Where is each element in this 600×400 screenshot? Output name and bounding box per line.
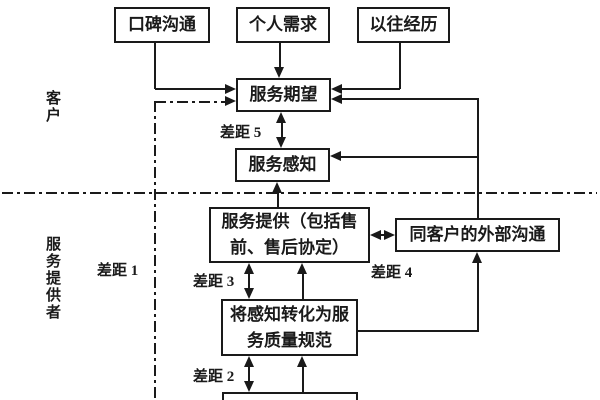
box-external-communication: 同客户的外部沟通 [395,218,560,252]
box-personal-needs: 个人需求 [236,7,330,43]
external-comm-to-perceived-arrowhead [330,151,341,161]
personal-needs-connector-vertical [279,43,281,67]
past-experience-arrowhead [331,84,342,94]
gap2-double-arrow-line [248,365,250,383]
box-management-perception-partial [222,392,358,400]
word-of-mouth-connector-horizontal [155,88,225,90]
gap5-arrowhead-up [276,112,286,123]
past-experience-connector-vertical [399,43,401,89]
gap5-arrowhead-down [276,137,286,148]
box-personal-needs-label: 个人需求 [249,15,317,34]
box-word-of-mouth-label: 口碑沟通 [128,15,196,34]
specs-to-external-line-horizontal [358,330,479,332]
personal-needs-arrowhead [274,67,284,78]
gap1-arrowhead-into-expected [225,96,236,106]
specs-to-external-line-vertical [477,263,479,332]
delivery-to-perceived-line [277,193,279,207]
gap1-dashdot-arrow-line [155,101,225,103]
gap4-arrowhead-left [370,230,381,240]
gap3-arrowhead-down [244,288,254,299]
section-label-customer: 客户 [44,90,60,124]
word-of-mouth-connector-vertical [154,43,156,89]
external-comm-connector-vertical [477,99,479,218]
gap4-arrowhead-right [384,230,395,240]
gap3-arrowhead-up [244,263,254,274]
customer-provider-separator-line [2,192,597,194]
word-of-mouth-arrowhead [225,84,236,94]
box-perceived-service-label: 服务感知 [248,155,317,174]
gap4-double-arrow-line [378,234,387,236]
box-quality-specs: 将感知转化为服务质量规范 [221,299,358,356]
specs-to-delivery-arrowhead [297,263,307,274]
section-label-provider: 服务提供者 [44,236,60,321]
box-service-delivery: 服务提供（包括售前、售后协定） [209,207,370,263]
bottom-to-specs-line [302,365,304,392]
delivery-to-perceived-arrowhead [272,182,282,193]
gap2-arrowhead-down [244,381,254,392]
box-quality-specs-label: 将感知转化为服务质量规范 [230,304,349,350]
box-expected-service-label: 服务期望 [249,85,318,104]
gap5-double-arrow-line [281,121,283,138]
box-service-delivery-label: 服务提供（包括售前、售后协定） [221,212,358,257]
gap2-label: 差距 2 [193,369,235,385]
gap4-label: 差距 4 [371,265,413,281]
bottom-to-specs-arrowhead [297,356,307,367]
box-past-experience-label: 以往经历 [369,15,438,34]
gap2-arrowhead-up [244,356,254,367]
gap1-label: 差距 1 [97,263,139,279]
box-external-communication-label: 同客户的外部沟通 [409,225,546,244]
past-experience-connector-horizontal [342,88,400,90]
external-comm-to-expected-line [342,98,479,100]
specs-to-delivery-line [302,272,304,299]
gap5-label: 差距 5 [220,125,262,141]
gap3-label: 差距 3 [193,274,235,290]
external-comm-to-perceived-line [341,156,479,158]
box-expected-service: 服务期望 [236,78,331,112]
box-perceived-service: 服务感知 [235,148,330,182]
gap3-double-arrow-line [248,272,250,290]
gap1-dashdot-vertical-line [154,101,156,400]
specs-to-external-arrowhead [472,252,482,263]
box-past-experience: 以往经历 [357,7,450,43]
box-word-of-mouth: 口碑沟通 [114,7,210,43]
external-comm-to-expected-arrowhead [331,94,342,104]
